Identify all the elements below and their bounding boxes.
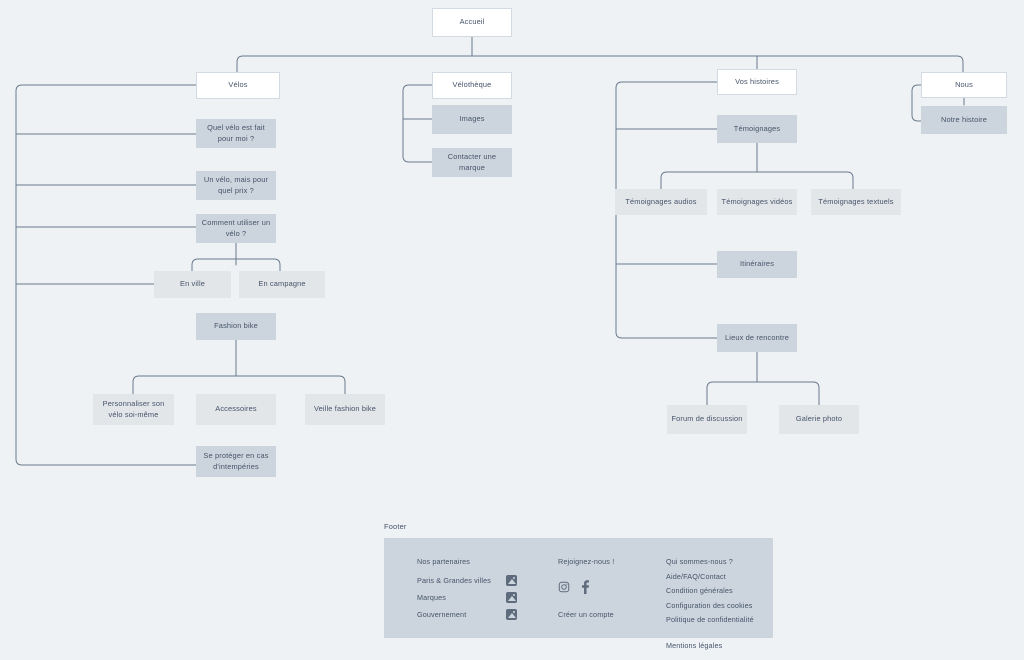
node-label: Fashion bike (214, 321, 258, 331)
node-temoignages-audios[interactable]: Témoignages audios (615, 189, 707, 215)
node-velos[interactable]: Vélos (196, 72, 280, 99)
footer-links-column: Qui sommes-nous ? Aide/FAQ/Contact Condi… (666, 557, 754, 656)
node-contacter-une-marque[interactable]: Contacter une marque (432, 148, 512, 177)
node-personnaliser-son-velo[interactable]: Personnaliser son vélo soi-même (93, 394, 174, 425)
footer-social-icons (558, 580, 614, 594)
node-label: Images (459, 114, 485, 124)
node-accessoires[interactable]: Accessoires (196, 394, 276, 425)
node-fashion-bike[interactable]: Fashion bike (196, 313, 276, 340)
node-label: Témoignages (733, 123, 781, 133)
footer-panel: Nos partenaires Paris & Grandes villes M… (384, 538, 773, 650)
footer-social-column: Rejoignez-nous ! Créer un compte (558, 557, 614, 628)
node-velotheque[interactable]: Vélothèque (432, 72, 512, 99)
node-lieux-de-rencontre[interactable]: Lieux de rencontre (717, 324, 797, 352)
node-label: Lieux de rencontre (725, 332, 789, 342)
node-label: Vélos (228, 80, 248, 90)
footer-section-label: Footer (384, 522, 407, 531)
instagram-icon[interactable] (558, 581, 570, 593)
node-quel-velo[interactable]: Quel vélo est fait pour moi ? (196, 119, 276, 148)
node-label: Accessoires (215, 404, 257, 414)
node-en-campagne[interactable]: En campagne (239, 271, 325, 298)
node-label: En ville (179, 279, 206, 289)
node-se-proteger-intemperies[interactable]: Se protéger en cas d'intempéries (196, 446, 276, 477)
node-temoignages[interactable]: Témoignages (717, 115, 797, 143)
footer-links-spacer (666, 630, 754, 641)
node-label: Témoignages audios (625, 196, 697, 206)
node-nous[interactable]: Nous (921, 72, 1007, 98)
facebook-icon[interactable] (581, 580, 590, 594)
node-temoignages-textuels[interactable]: Témoignages textuels (811, 189, 901, 215)
node-images[interactable]: Images (432, 105, 512, 134)
footer-link-politique-confidentialite[interactable]: Politique de confidentialité (666, 615, 754, 625)
node-label: Témoignages vidéos (721, 196, 793, 206)
node-label: Itinéraires (739, 259, 775, 269)
node-un-velo-prix[interactable]: Un vélo, mais pour quel prix ? (196, 171, 276, 200)
image-placeholder-icon (506, 591, 517, 603)
footer-link-configuration-cookies[interactable]: Configuration des cookies (666, 600, 753, 610)
node-label: Personnaliser son vélo soi-même (102, 398, 165, 419)
node-label: En campagne (258, 279, 306, 289)
footer-partner-label: Paris & Grandes villes (417, 575, 492, 585)
footer-partners-column: Nos partenaires Paris & Grandes villes M… (417, 557, 517, 626)
node-label: Se protéger en cas d'intempéries (203, 450, 269, 471)
node-label: Quel vélo est fait pour moi ? (207, 122, 265, 143)
node-label: Contacter une marque (447, 151, 497, 172)
node-veille-fashion-bike[interactable]: Veille fashion bike (305, 394, 385, 425)
footer-partner-label: Marques (417, 592, 447, 602)
node-notre-histoire[interactable]: Notre histoire (921, 106, 1007, 134)
footer-social-title: Rejoignez-nous ! (558, 557, 615, 566)
image-placeholder-icon (506, 574, 517, 586)
node-label: Vélothèque (452, 80, 492, 90)
node-label: Comment utiliser un vélo ? (201, 217, 271, 238)
node-vos-histoires[interactable]: Vos histoires (717, 69, 797, 95)
node-comment-utiliser[interactable]: Comment utiliser un vélo ? (196, 214, 276, 243)
node-label: Forum de discussion (671, 414, 743, 424)
footer-partner-row[interactable]: Gouvernement (417, 608, 517, 620)
node-label: Témoignages textuels (818, 196, 894, 206)
footer-link-conditions-generales[interactable]: Condition générales (666, 586, 733, 596)
footer-partner-label: Gouvernement (417, 609, 467, 619)
node-label: Veille fashion bike (313, 404, 376, 414)
node-label: Notre histoire (940, 114, 988, 124)
node-temoignages-videos[interactable]: Témoignages vidéos (717, 189, 797, 215)
node-itineraires[interactable]: Itinéraires (717, 251, 797, 278)
footer-partner-row[interactable]: Marques (417, 591, 517, 603)
node-label: Galerie photo (795, 414, 843, 424)
node-label: Vos histoires (735, 76, 779, 86)
footer-link-aide-faq-contact[interactable]: Aide/FAQ/Contact (666, 571, 726, 581)
footer-link-mentions-legales[interactable]: Mentions légales (666, 640, 723, 650)
footer-partners-title: Nos partenaires (417, 557, 470, 566)
node-galerie-photo[interactable]: Galerie photo (779, 405, 859, 434)
node-en-ville[interactable]: En ville (154, 271, 231, 298)
footer-link-qui-sommes-nous[interactable]: Qui sommes-nous ? (666, 557, 733, 566)
node-label: Nous (955, 79, 973, 89)
footer-partner-row[interactable]: Paris & Grandes villes (417, 574, 517, 586)
node-accueil[interactable]: Accueil (432, 8, 512, 37)
node-label: Un vélo, mais pour quel prix ? (203, 174, 269, 195)
image-placeholder-icon (506, 608, 517, 620)
node-forum-de-discussion[interactable]: Forum de discussion (667, 405, 747, 434)
footer-create-account-link[interactable]: Créer un compte (558, 610, 614, 619)
node-label: Accueil (459, 17, 485, 27)
